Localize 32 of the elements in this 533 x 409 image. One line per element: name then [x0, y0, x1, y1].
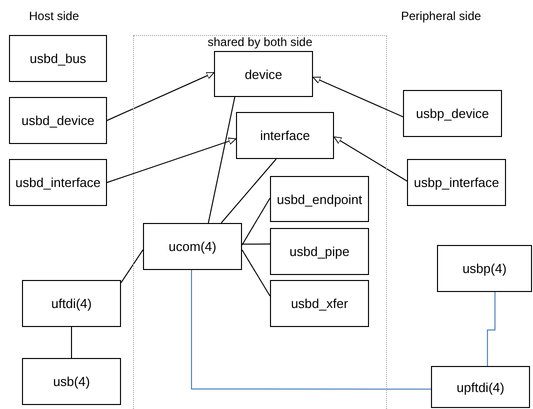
- region-title: shared by both side: [206, 36, 314, 49]
- component-box: upftdi(4): [431, 366, 530, 408]
- connector: [71, 326, 72, 358]
- connector: [242, 198, 270, 246]
- connector: [220, 158, 277, 224]
- component-box: usbd_bus: [9, 35, 107, 82]
- component-box: usbp_interface: [407, 159, 506, 206]
- connector: [486, 292, 496, 366]
- component-box: usbd_xfer: [270, 280, 369, 327]
- connector: [106, 72, 214, 121]
- connector: [208, 96, 236, 224]
- connector: [120, 249, 144, 284]
- connector: [106, 138, 236, 183]
- component-box: usbd_endpoint: [270, 176, 369, 222]
- component-box: usbp_device: [403, 90, 502, 137]
- component-box: uftdi(4): [22, 280, 121, 327]
- component-box: interface: [236, 112, 334, 159]
- side-heading: Peripheral side: [401, 9, 482, 23]
- connector: [312, 76, 404, 118]
- component-box: usbd_pipe: [270, 228, 369, 275]
- component-box: ucom(4): [143, 223, 242, 270]
- connector: [242, 243, 270, 245]
- component-box: device: [214, 51, 313, 97]
- connector: [242, 249, 270, 296]
- connector: [334, 136, 408, 182]
- component-box: usbd_device: [9, 97, 107, 144]
- component-box: usb(4): [22, 358, 121, 405]
- component-box: usbd_interface: [9, 159, 107, 206]
- component-box: usbp(4): [437, 245, 532, 292]
- connector: [191, 270, 432, 390]
- dotted-region: [133, 35, 387, 409]
- side-heading: Host side: [29, 9, 80, 23]
